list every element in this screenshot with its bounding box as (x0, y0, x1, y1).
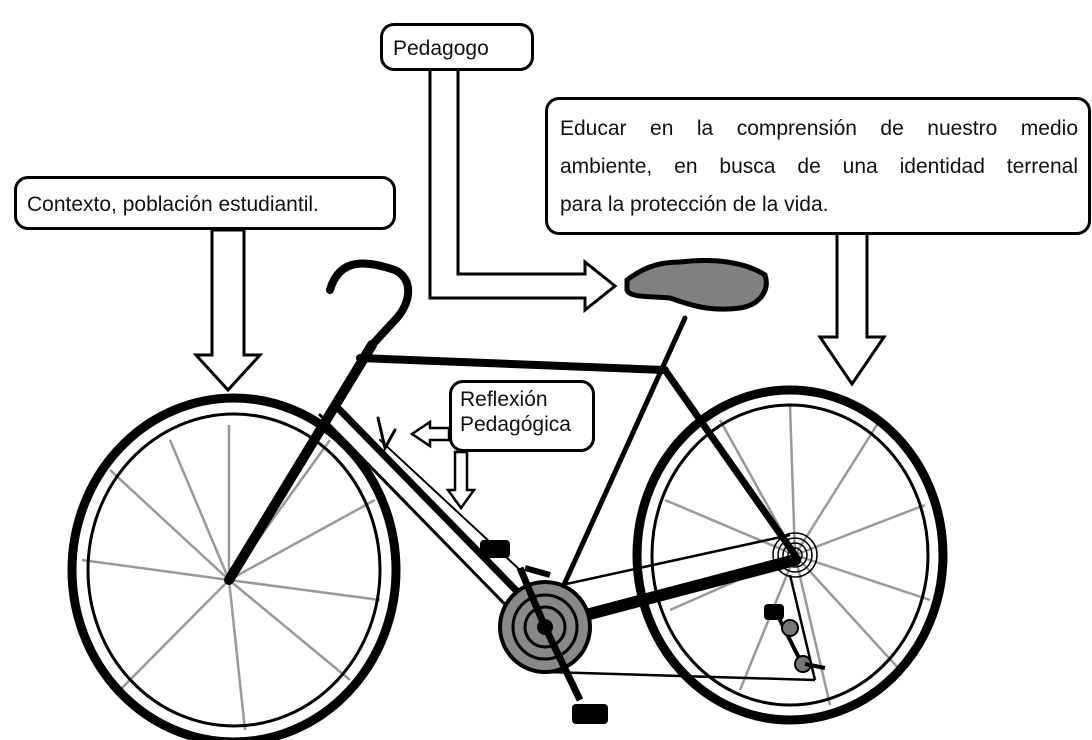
derailleur (764, 604, 826, 673)
arrow-contexto-front-wheel (192, 228, 264, 393)
front-tire-outer (67, 393, 401, 740)
callout-pedagogo: Pedagogo (380, 23, 534, 71)
rear-tire-outer (632, 385, 948, 725)
bicycle-frame (224, 259, 801, 632)
callout-contexto: Contexto, población estudiantil. (14, 176, 396, 230)
callout-reflexion-line-1: Reflexión (460, 388, 548, 411)
callout-educar-line-1: Educar en la comprensión de nuestro medi… (560, 117, 1078, 140)
arrow-reflexion-left (409, 419, 451, 449)
saddle (624, 258, 769, 312)
rear-cassette (772, 532, 818, 578)
fork (224, 340, 377, 585)
pedals (480, 540, 608, 724)
handlebar (326, 259, 413, 349)
top-tube (356, 354, 669, 374)
callout-pedagogo-text: Pedagogo (393, 37, 489, 60)
down-tube (331, 401, 549, 624)
callout-reflexion-line-2: Pedagógica (460, 413, 571, 437)
arrow-educar-rear-wheel (817, 231, 887, 387)
callout-reflexion: Reflexión Pedagógica (449, 380, 595, 452)
rear-tire-inner (650, 403, 930, 707)
callout-educar-line-2: ambiente, en busca de una identidad terr… (560, 155, 1078, 178)
callout-educar-line-3: para la protección de la vida. (560, 193, 829, 216)
callout-contexto-text: Contexto, población estudiantil. (27, 193, 319, 216)
seat-stay (661, 366, 799, 559)
front-tire-inner (86, 412, 382, 728)
callout-educar: Educar en la comprensión de nuestro medi… (545, 97, 1091, 235)
rear-wheel (632, 385, 948, 725)
front-wheel (67, 393, 401, 740)
arrow-reflexion-down (445, 450, 477, 511)
arrow-pedagogo-saddle (428, 67, 618, 314)
